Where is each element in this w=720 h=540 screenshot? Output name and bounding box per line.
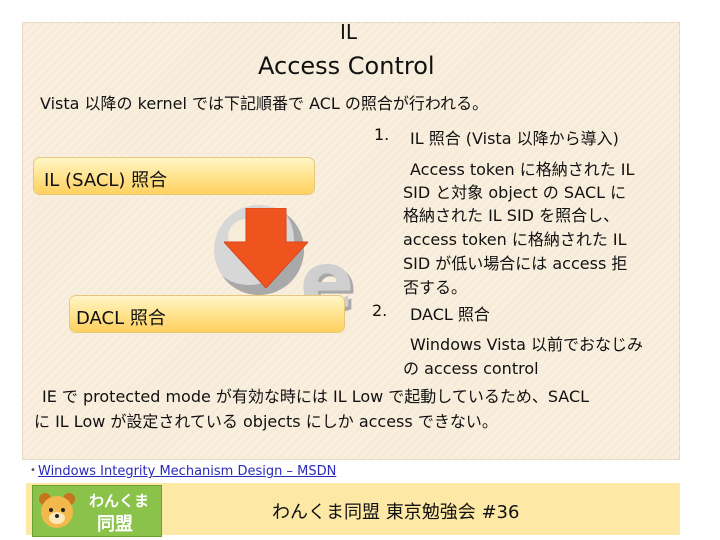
slide-title: Access Control [258,52,435,80]
down-arrow-icon [224,208,308,288]
list-item2-title: DACL 照合 [410,305,490,324]
link-bullet: • [30,465,36,476]
wankuma-logo: わんくま 同盟 [32,485,162,537]
step2-label: DACL 照合 [76,308,166,329]
list-item1-line: access token に格納された IL [403,230,627,249]
bear-mascot-icon [39,493,75,528]
dacl-step-box: DACL 照合 [70,296,344,332]
note-line: IE で protected mode が有効な時には IL Low で起動して… [42,387,590,406]
logo-text: 同盟 [97,514,133,535]
list-item1-line: 格納された IL SID を照合し、 [403,206,620,225]
note-line: に IL Low が設定されている objects にしか access できな… [34,412,498,431]
list-item2-marker: 2. [372,301,388,320]
msdn-reference-link[interactable]: Windows Integrity Mechanism Design – MSD… [38,464,337,479]
slide-header: IL [340,20,358,44]
list-item1-title: IL 照合 (Vista 以降から導入) [410,129,619,148]
il-sacl-step-box: IL (SACL) 照合 [34,158,314,194]
list-item2-line: Windows Vista 以前でおなじみ [410,335,644,354]
list-item1-line: SID と対象 object の SACL に [403,183,627,202]
intro-text: Vista 以降の kernel では下記順番で ACL の照合が行われる。 [40,94,489,113]
logo-text: わんくま [89,492,150,510]
step1-label: IL (SACL) 照合 [44,170,168,191]
list-item1-marker: 1. [374,125,390,144]
list-item1-line: SID が低い場合には access 拒 [403,254,628,273]
list-item1-line: 否する。 [403,278,468,297]
event-title: わんくま同盟 東京勉強会 #36 [272,502,520,523]
list-item1-line: Access token に格納された IL [410,160,635,179]
slide-background [22,22,680,460]
list-item2-line: の access control [403,359,539,378]
